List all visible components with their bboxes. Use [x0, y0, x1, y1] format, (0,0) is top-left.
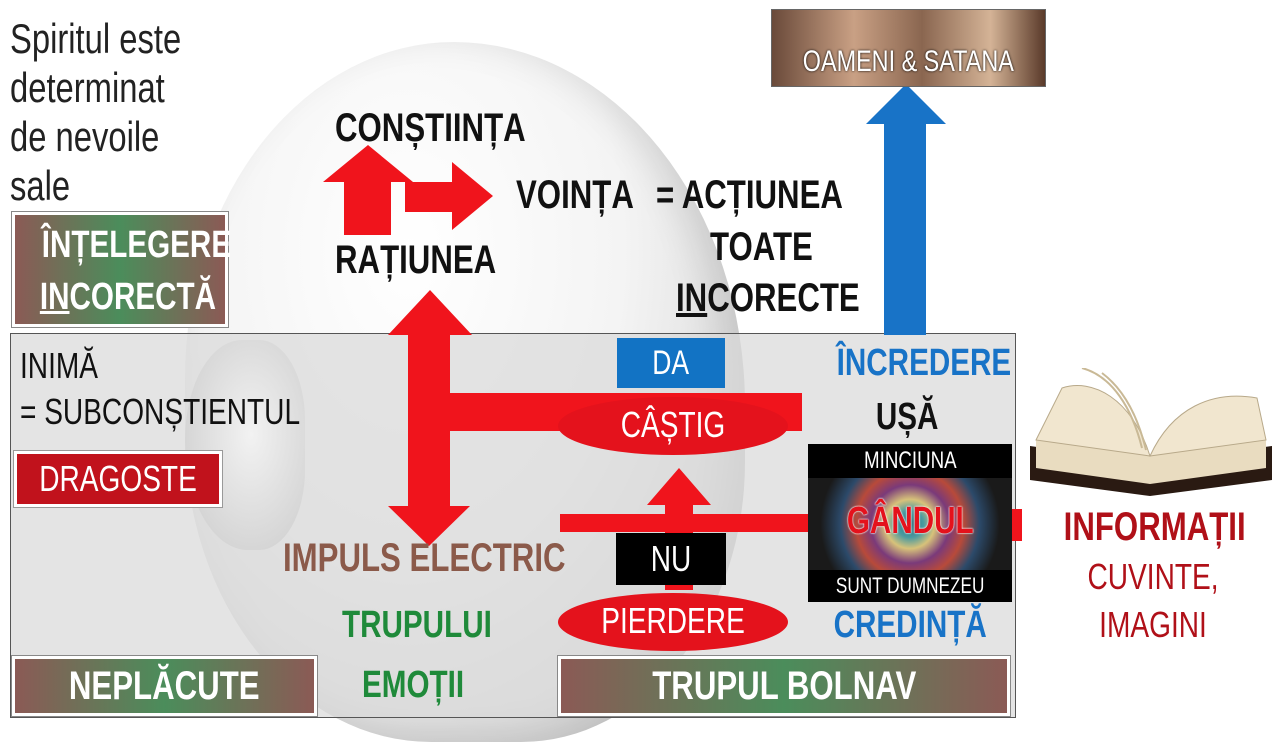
nu-box: NU: [616, 533, 726, 585]
understanding-rest: CORECTĂ: [69, 276, 217, 318]
dragoste-box: DRAGOSTE: [14, 451, 222, 507]
eye-image: [808, 478, 1012, 570]
sunt-dumnezeu-box: SUNT DUMNEZEU: [808, 570, 1012, 602]
vointa-label: VOINȚA: [516, 173, 634, 217]
red-decision-bar: [560, 514, 810, 532]
cuvinte-label: CUVINTE,: [1087, 556, 1219, 597]
spirit-line-1: Spiritul este: [10, 15, 182, 62]
trupul-bolnav-box: TRUPUL BOLNAV: [558, 656, 1010, 716]
da-box: DA: [617, 338, 725, 388]
toate-label: TOATE: [710, 225, 813, 269]
incorecte-label: INCORECTE: [676, 276, 860, 320]
understanding-prefix: IN: [39, 276, 70, 318]
usa-label: UȘĂ: [875, 396, 939, 438]
constiinta-label: CONȘTIINȚA: [335, 106, 526, 150]
people-image: [772, 10, 1045, 86]
ratiunea-label: RAȚIUNEA: [335, 238, 497, 282]
red-down-arrow: [388, 430, 470, 546]
red-up-arrow-small: [323, 145, 413, 235]
trupului-label: TRUPULUI: [342, 604, 492, 646]
spirit-line-3: de nevoile: [10, 113, 160, 160]
informatii-label: INFORMAȚII: [1063, 505, 1246, 549]
heart-label: INIMĂ = SUBCONȘTIENTUL: [20, 343, 379, 435]
minciuna-box: MINCIUNA: [808, 444, 1012, 478]
people-label: OAMENI & SATANA: [802, 45, 1015, 78]
blue-up-arrow: [866, 84, 946, 335]
understanding-line-1: ÎNȚELEGERE: [41, 224, 232, 266]
spirit-line-4: sale: [10, 162, 71, 209]
cuvinte-imagini: CUVINTE, IMAGINI: [1048, 553, 1258, 649]
neplacute-box: NEPLĂCUTE: [12, 656, 317, 716]
actiunea-label: = ACȚIUNEA: [656, 173, 843, 217]
understanding-box: ÎNȚELEGERE INCORECTĂ: [12, 212, 232, 327]
incredere-label: ÎNCREDERE: [836, 342, 1012, 384]
imagini-label: IMAGINI: [1099, 604, 1207, 645]
spirit-line-2: determinat: [10, 64, 165, 111]
impuls-label: IMPULS ELECTRIC: [283, 536, 566, 580]
bible-image: [1030, 368, 1272, 496]
heart-line-1: INIMĂ: [20, 345, 99, 386]
emotii-label: EMOȚII: [362, 664, 465, 706]
castig-ellipse: CÂȘTIG: [558, 397, 788, 455]
ear-shape: [185, 340, 305, 550]
pierdere-ellipse: PIERDERE: [558, 593, 788, 651]
heart-line-2: = SUBCONȘTIENTUL: [20, 391, 301, 432]
red-right-arrow: [405, 162, 493, 230]
credinta-label: CREDINȚĂ: [833, 604, 987, 646]
gandul-label: GÂNDUL: [846, 500, 974, 542]
spirit-text: Spiritul este determinat de nevoile sale: [10, 14, 229, 210]
